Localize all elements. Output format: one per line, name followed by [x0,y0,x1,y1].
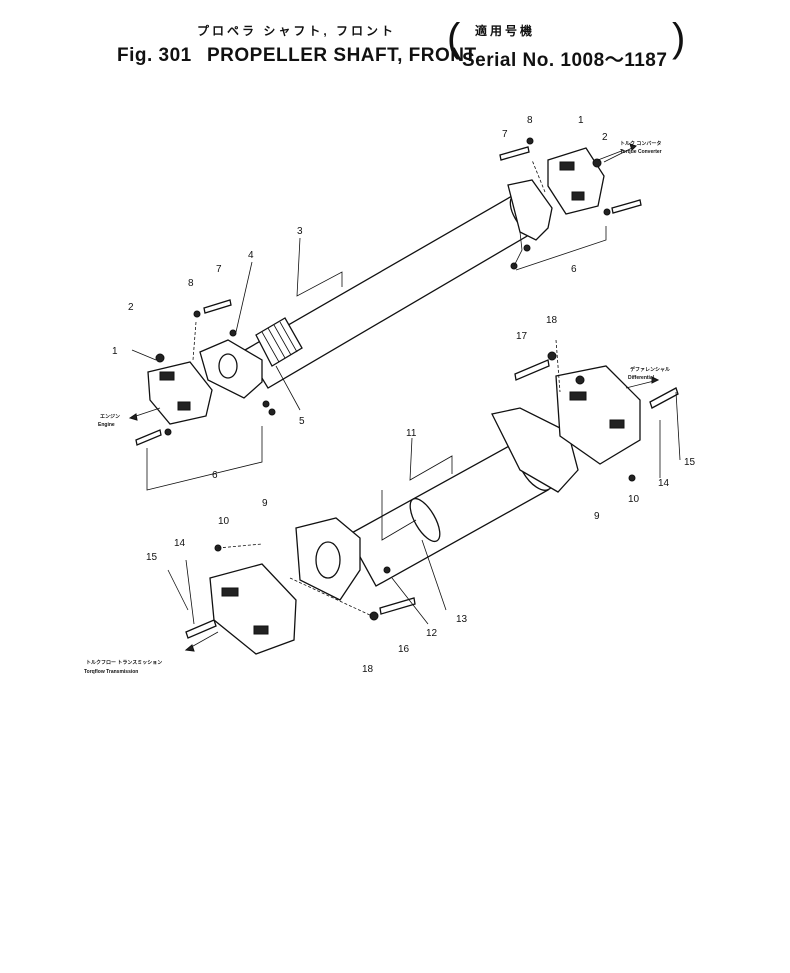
torqflow-transmission-en: Torqflow Transmission [84,669,138,675]
callout-18-top: 18 [546,315,558,326]
callout-labels: 1 2 7 8 3 6 4 7 8 2 1 5 6 17 18 15 14 10… [112,115,696,675]
callout-3: 3 [297,226,303,237]
callout-10-left: 10 [218,516,230,527]
callout-15-left: 15 [146,552,158,563]
callout-14-left: 14 [174,538,186,549]
callout-7-left: 7 [216,264,222,275]
engine-en: Engine [98,422,115,428]
callout-2-top: 2 [602,132,608,143]
torque-converter-jp: トルク コンバータ [620,140,661,147]
callout-17: 17 [516,331,528,342]
callout-5: 5 [299,416,305,427]
callout-14-right: 14 [658,478,670,489]
callout-8-left: 8 [188,278,194,289]
page-title: PROPELLER SHAFT, FRONT [207,45,477,66]
callout-2-left: 2 [128,302,134,313]
callout-10-right: 10 [628,494,640,505]
direction-arrows [128,143,660,652]
differential-jp: デファレンシャル [630,366,670,373]
callout-18-bottom: 18 [362,664,374,675]
differential-en: Differential [628,375,655,381]
callout-9-right: 9 [594,511,600,522]
open-parenthesis: ( [447,16,461,60]
title-japanese: プロペラ シャフト, フロント [197,24,397,38]
callout-11: 11 [406,428,417,439]
torque-converter-en: Torque Converter [620,149,662,155]
serial-range: Serial No. 1008～1187 [462,50,668,71]
callout-9-left: 9 [262,498,268,509]
callout-8-top: 8 [527,115,533,126]
callout-4: 4 [248,250,254,261]
engine-jp: エンジン [100,414,120,420]
propeller-shaft-upper [131,137,642,491]
callout-12: 12 [426,628,438,639]
figure-number: Fig. 301 [117,45,192,66]
direction-annotations: トルク コンバータ Torque Converter エンジン Engine デ… [84,140,670,675]
callout-16: 16 [398,644,410,655]
callout-13: 13 [456,614,468,625]
callout-6-top: 6 [571,264,577,275]
close-parenthesis: ) [672,16,686,60]
serial-japanese: 適用号機 [475,24,536,38]
callout-1-top: 1 [578,115,584,126]
callout-7-top: 7 [502,129,508,140]
callout-6-left: 6 [212,470,218,481]
callout-15-right: 15 [684,457,696,468]
propeller-shaft-lower [167,339,681,655]
torqflow-transmission-jp: トルクフロー トランスミッション [86,659,162,666]
callout-1-left: 1 [112,346,118,357]
